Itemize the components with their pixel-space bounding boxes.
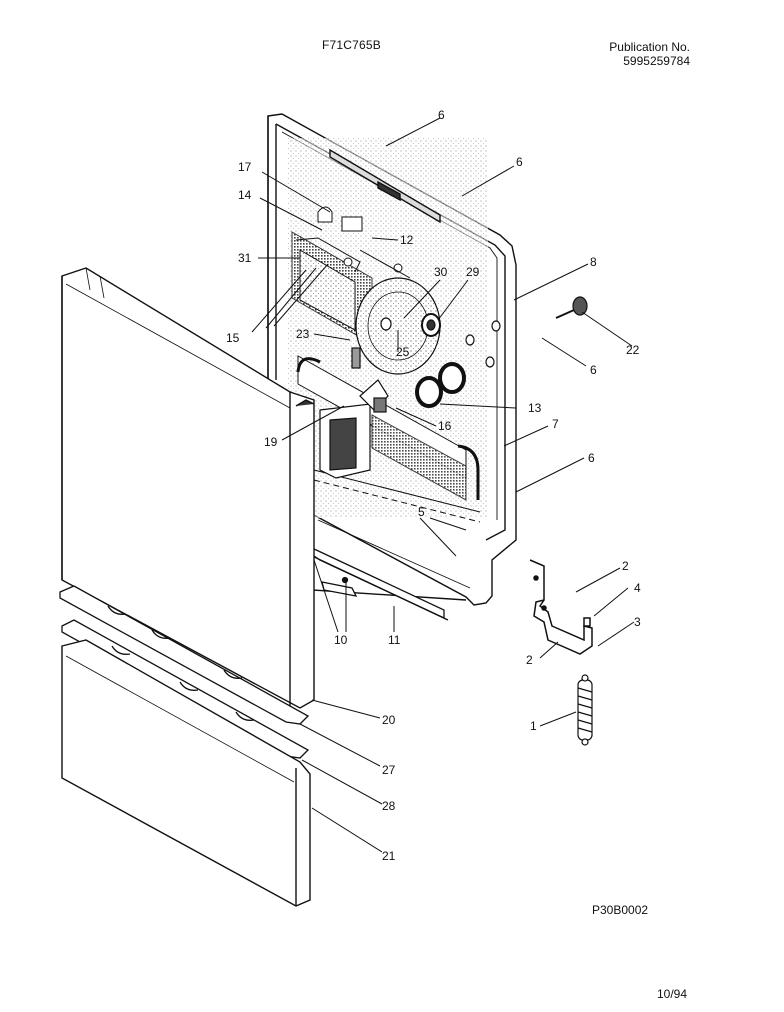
callout-21: 21 [382, 849, 396, 863]
callout-12: 12 [400, 233, 414, 247]
callout-5: 5 [418, 505, 425, 519]
callout-13: 13 [528, 401, 542, 415]
kick-panel [61, 639, 311, 907]
revision-date: 10/94 [657, 987, 688, 1001]
bottom-rail [311, 546, 449, 621]
door-seals [415, 362, 466, 408]
callout-20: 20 [382, 713, 396, 727]
callout-2: 2 [526, 653, 533, 667]
callout-6: 6 [438, 108, 445, 122]
callout-4: 4 [634, 581, 641, 595]
callout-15: 15 [226, 331, 240, 345]
callout-14: 14 [238, 188, 252, 202]
detergent-cup [319, 347, 389, 479]
callout-6: 6 [588, 451, 595, 465]
publication-block: Publication No. 5995259784 [609, 40, 690, 68]
callout-30: 30 [434, 265, 448, 279]
leader-lines [251, 117, 635, 853]
callout-25: 25 [396, 345, 410, 359]
handle-screw [555, 296, 588, 319]
callout-29: 29 [466, 265, 480, 279]
callout-1: 1 [530, 719, 537, 733]
callout-17: 17 [238, 160, 252, 174]
callout-31: 31 [238, 251, 252, 265]
callout-27: 27 [382, 763, 396, 777]
callout-22: 22 [626, 343, 640, 357]
publication-label: Publication No. [609, 40, 690, 54]
callout-23: 23 [296, 327, 310, 341]
callout-8: 8 [590, 255, 597, 269]
callout-11: 11 [388, 633, 401, 647]
callout-3: 3 [634, 615, 641, 629]
callout-16: 16 [438, 419, 452, 433]
callout-2: 2 [622, 559, 629, 573]
publication-number: 5995259784 [623, 54, 690, 68]
callout-7: 7 [552, 417, 559, 431]
model-number: F71C765B [322, 38, 381, 52]
callout-19: 19 [264, 435, 278, 449]
callout-labels: 6 6 17 14 12 31 30 29 8 15 23 25 22 6 13… [226, 108, 641, 863]
callout-6: 6 [516, 155, 523, 169]
callout-6: 6 [590, 363, 597, 377]
door-spring [577, 674, 593, 746]
vent-grille [296, 355, 481, 523]
diagram-code: P30B0002 [592, 903, 649, 917]
kick-trim-strip [61, 619, 310, 759]
callout-10: 10 [334, 633, 348, 647]
hinge-bracket [529, 559, 593, 655]
callout-28: 28 [382, 799, 396, 813]
